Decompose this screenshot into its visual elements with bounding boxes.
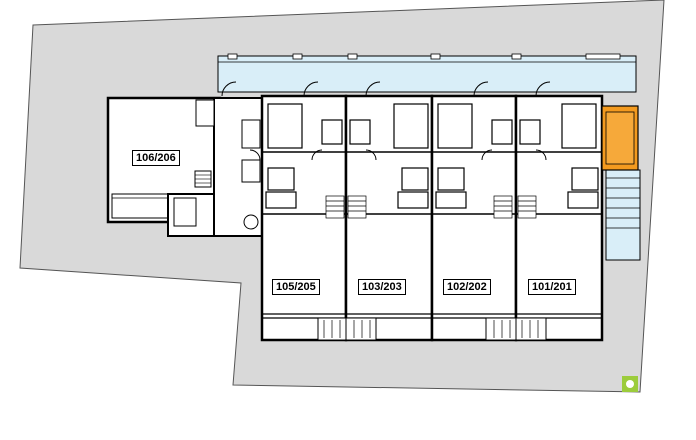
unit-106-bath: [173, 197, 197, 227]
balcony-grilles: [317, 317, 547, 341]
unit-label-106: 106/206: [132, 150, 180, 166]
entry-steps: [325, 195, 537, 219]
unit-label-103: 103/203: [358, 279, 406, 295]
unit-label-102: 102/202: [443, 279, 491, 295]
unit-label-105: 105/205: [272, 279, 320, 295]
unit-wet-areas: [265, 103, 599, 209]
corridor-windows: [227, 53, 621, 60]
stair-shaft: [605, 169, 641, 261]
open-corridor: [217, 55, 637, 93]
unit-label-101: 101/201: [528, 279, 576, 295]
unit-blocks: [260, 94, 604, 342]
door-swings: [221, 81, 551, 161]
stair-orange: [601, 105, 639, 171]
